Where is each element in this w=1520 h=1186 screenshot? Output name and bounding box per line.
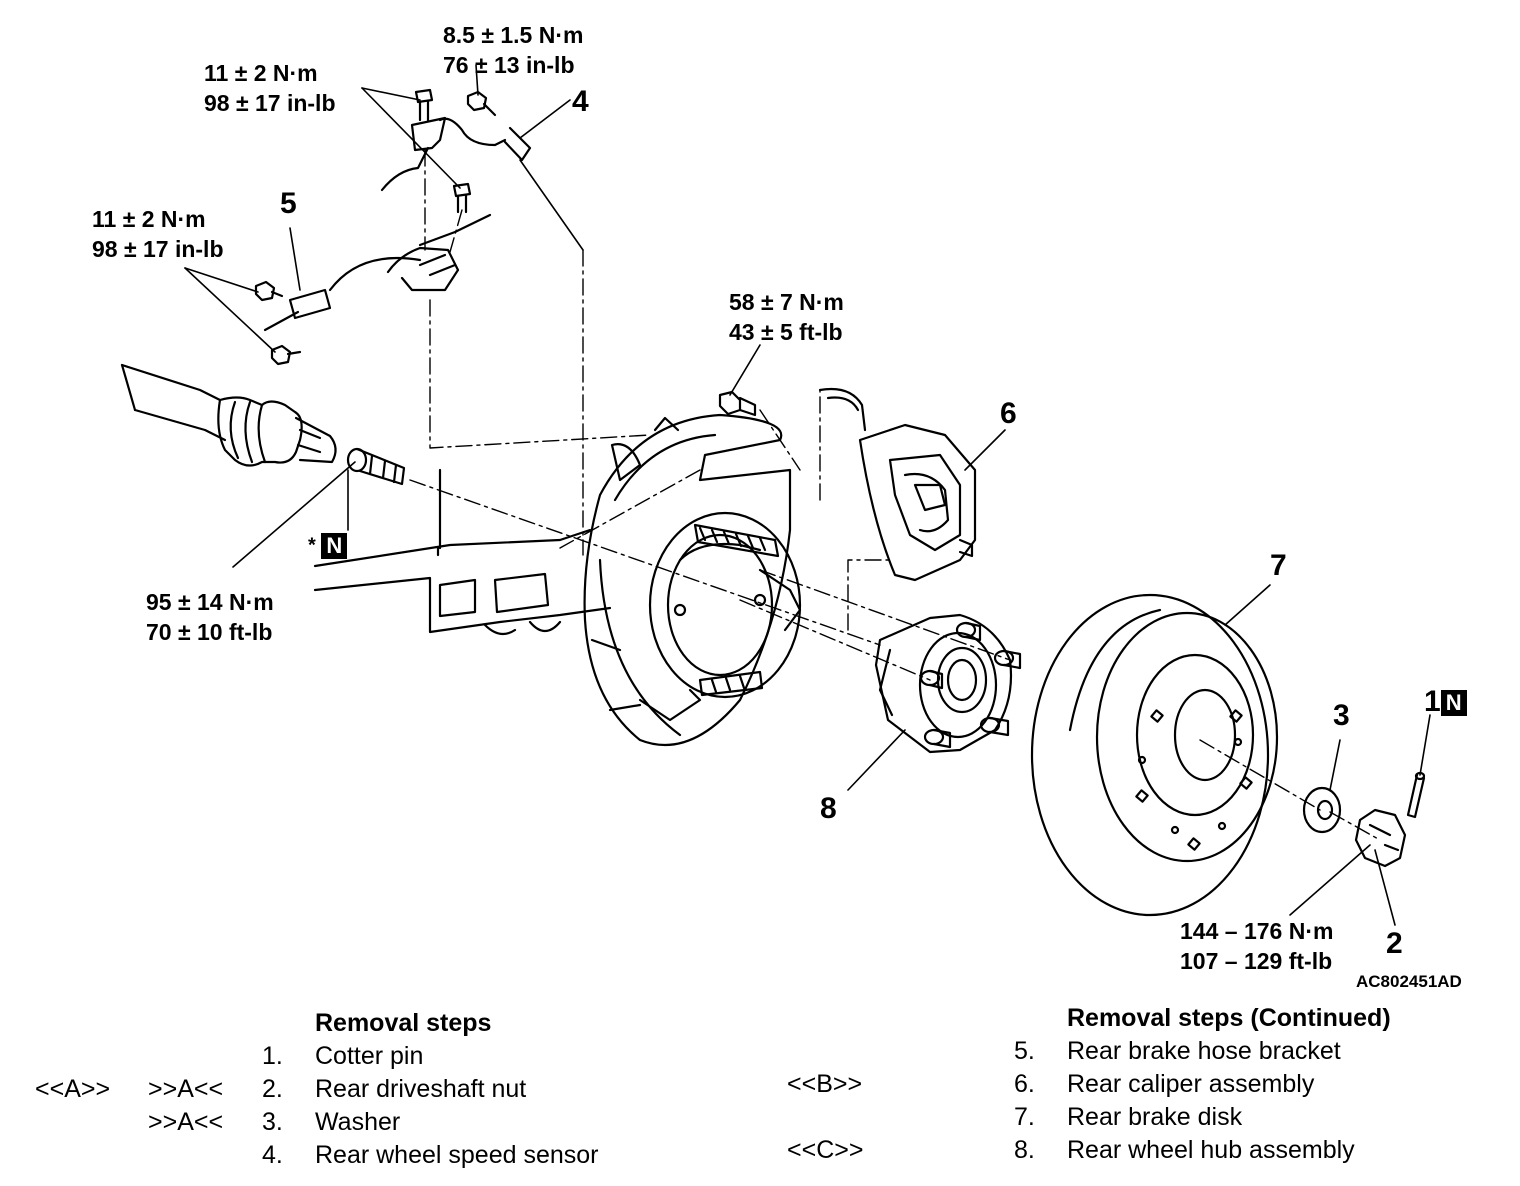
steps-title-text: Removal steps (315, 1009, 492, 1037)
step-text: Cotter pin (315, 1042, 424, 1070)
torque-imperial: 98 ± 17 in-lb (92, 236, 224, 262)
wheel-speed-sensor (263, 116, 532, 332)
leader-lines (184, 64, 1431, 926)
bracket-bolt-lower (270, 344, 302, 366)
torque-nm: 11 ± 2 N·m (92, 206, 206, 232)
step-number: 3. (262, 1108, 283, 1136)
procedure-mark: >>A<< (148, 1075, 224, 1103)
bracket-bolt-upper (254, 280, 284, 302)
driveshaft-nut (1354, 808, 1407, 868)
procedure-mark: >>A<< (148, 1108, 224, 1136)
torque-nm: 58 ± 7 N·m (729, 289, 844, 315)
torque-nm: 11 ± 2 N·m (204, 60, 318, 86)
torque-nm: 95 ± 14 N·m (146, 589, 274, 615)
torque-nm: 8.5 ± 1.5 N·m (443, 22, 584, 48)
step-number: 6. (1014, 1070, 1035, 1098)
brake-disk (1030, 593, 1279, 917)
torque-label-hub-bolt: 95 ± 14 N·m 70 ± 10 ft-lb (146, 587, 274, 647)
driveshaft (120, 363, 337, 467)
part-number-5: 5 (280, 187, 297, 220)
list-item: 7. Rear brake disk (0, 1101, 1520, 1134)
step-number: 7. (1014, 1103, 1035, 1131)
step-text: Rear driveshaft nut (315, 1075, 527, 1103)
removal-steps-right: Removal steps (Continued) 5. Rear brake … (0, 1002, 1520, 1167)
torque-nm: 144 – 176 N·m (1180, 918, 1334, 944)
step-text: Rear brake hose bracket (1067, 1037, 1341, 1065)
washer (1302, 786, 1342, 834)
new-part-mark-icon: N (1440, 690, 1467, 717)
step-number: 1. (262, 1042, 283, 1070)
steps-title-text: Removal steps (Continued) (1067, 1004, 1391, 1032)
brake-caliper (818, 387, 977, 582)
new-part-mark-icon: N (321, 533, 348, 559)
non-reusable-note: * N (308, 533, 348, 559)
exploded-view-diagram (120, 64, 1431, 926)
procedure-mark: <<C>> (787, 1136, 864, 1164)
step-number: 5. (1014, 1037, 1035, 1065)
figure-code: AC802451AD (1356, 972, 1462, 991)
list-item: 1. Cotter pin (0, 1040, 700, 1073)
torque-label-sensor-nut: 8.5 ± 1.5 N·m 76 ± 13 in-lb (443, 20, 583, 80)
parking-brake-shoes (648, 511, 802, 699)
torque-label-hose-bracket: 11 ± 2 N·m 98 ± 17 in-lb (92, 204, 224, 264)
trailing-arm (313, 468, 612, 636)
sensor-bolt-lower (452, 182, 472, 214)
part-number-7: 7 (1270, 549, 1287, 582)
sensor-nut (466, 90, 497, 117)
torque-imperial: 43 ± 5 ft-lb (729, 319, 843, 345)
step-number: 2. (262, 1075, 283, 1103)
list-item: 4. Rear wheel speed sensor (0, 1139, 700, 1172)
procedure-mark: <<B>> (787, 1070, 863, 1098)
removal-steps-title: Removal steps (Continued) (0, 1002, 1520, 1035)
cotter-pin (1406, 771, 1426, 819)
wheel-hub (874, 613, 1022, 754)
part-number-4: 4 (572, 85, 589, 118)
step-text: Rear brake disk (1067, 1103, 1243, 1131)
list-item: >>A<< 3. Washer (0, 1106, 700, 1139)
asterisk-mark: * (308, 534, 316, 557)
torque-imperial: 70 ± 10 ft-lb (146, 619, 273, 645)
part-number-2: 2 (1386, 927, 1403, 960)
torque-imperial: 107 – 129 ft-lb (1180, 948, 1333, 974)
assembly-centerlines (409, 149, 1381, 841)
removal-steps-left: Removal steps 1. Cotter pin <<A>> >>A<< … (0, 1007, 700, 1172)
step-text: Washer (315, 1108, 401, 1136)
step-number: 4. (262, 1141, 283, 1169)
torque-label-sensor-bolts: 11 ± 2 N·m 98 ± 17 in-lb (204, 58, 336, 118)
brake-backing-plate (583, 413, 792, 747)
part-number-1-text: 1 (1424, 685, 1441, 718)
list-item: <<B>> 6. Rear caliper assembly (0, 1068, 1520, 1101)
list-item: <<C>> 8. Rear wheel hub assembly (0, 1134, 1520, 1167)
removal-steps-title: Removal steps (0, 1007, 700, 1040)
part-number-3: 3 (1333, 699, 1350, 732)
procedure-mark: <<A>> (35, 1075, 111, 1103)
torque-label-caliper: 58 ± 7 N·m 43 ± 5 ft-lb (729, 287, 844, 347)
hub-bolt (346, 447, 406, 486)
torque-imperial: 98 ± 17 in-lb (204, 90, 336, 116)
step-number: 8. (1014, 1136, 1035, 1164)
part-number-8: 8 (820, 792, 837, 825)
list-item: 5. Rear brake hose bracket (0, 1035, 1520, 1068)
caliper-bolt (718, 390, 757, 417)
torque-label-drive-nut: 144 – 176 N·m 107 – 129 ft-lb (1180, 916, 1333, 976)
step-text: Rear wheel hub assembly (1067, 1136, 1355, 1164)
list-item: <<A>> >>A<< 2. Rear driveshaft nut (0, 1073, 700, 1106)
sensor-bolt-upper (414, 88, 434, 122)
step-text: Rear caliper assembly (1067, 1070, 1315, 1098)
step-text: Rear wheel speed sensor (315, 1141, 599, 1169)
part-number-6: 6 (1000, 397, 1017, 430)
torque-imperial: 76 ± 13 in-lb (443, 52, 575, 78)
